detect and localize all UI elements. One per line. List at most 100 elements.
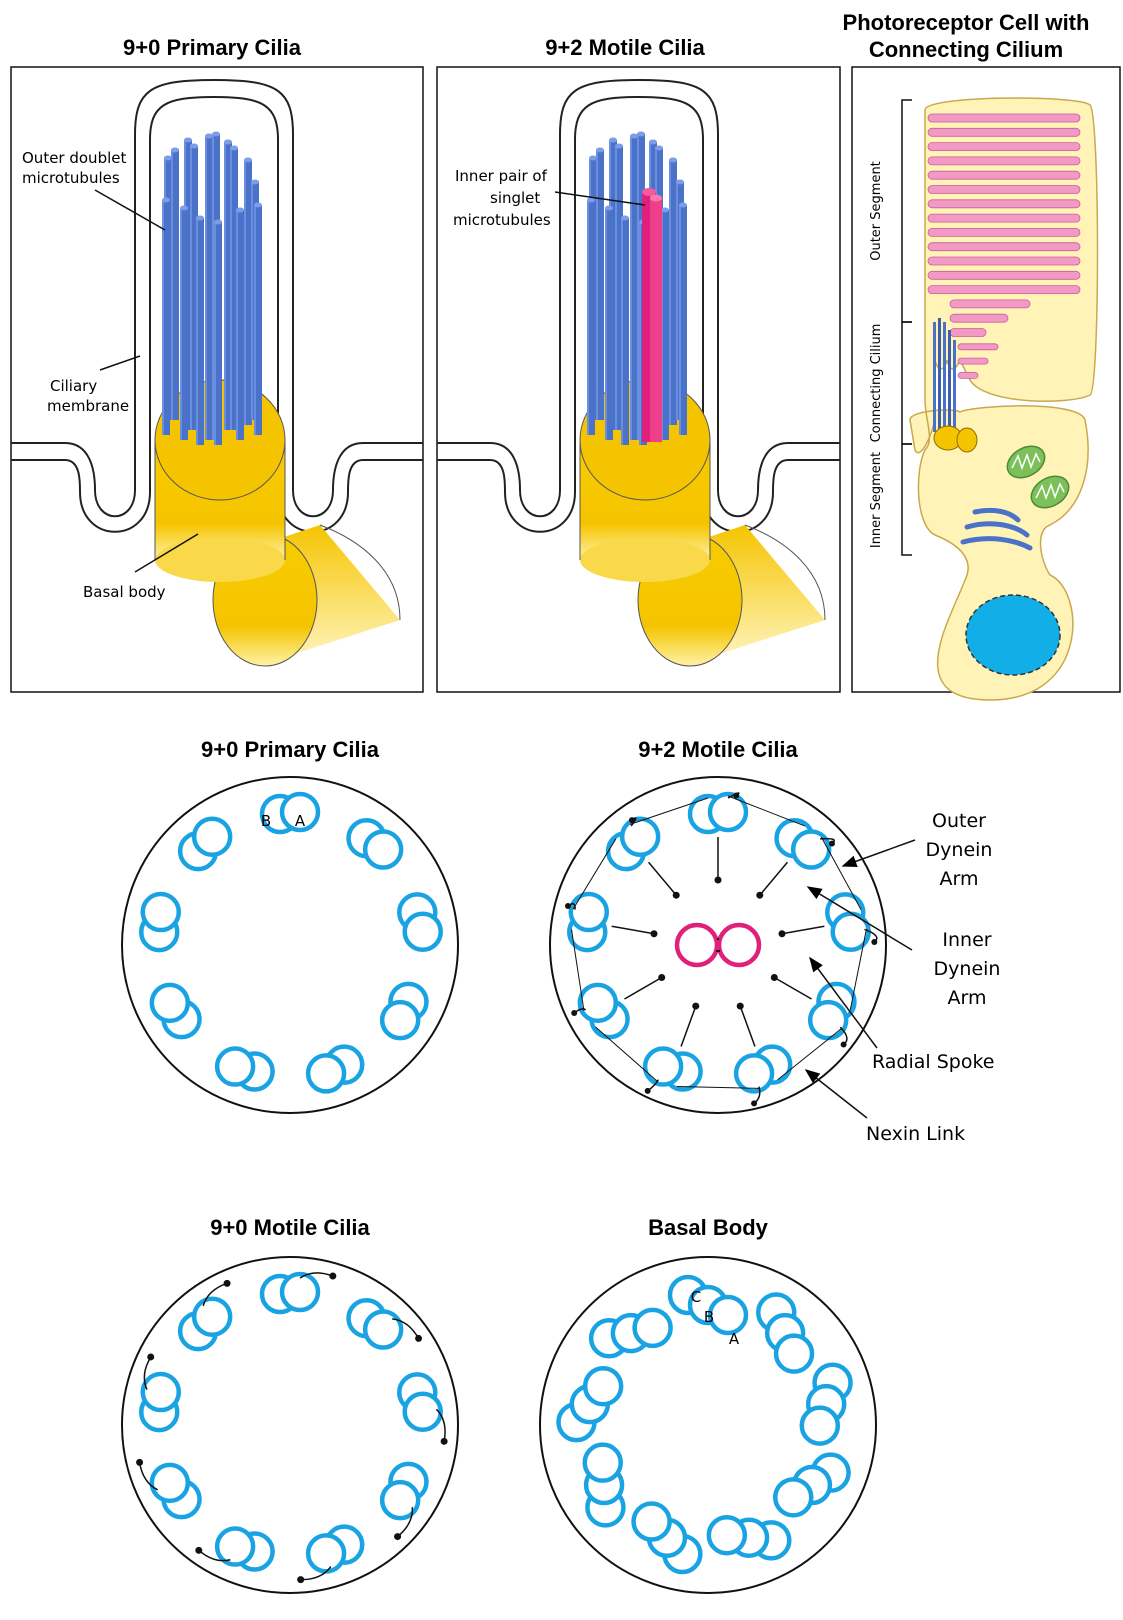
spoke-head <box>771 974 778 981</box>
disc <box>928 200 1080 208</box>
spoke-head <box>658 974 665 981</box>
doublet-a-tubule <box>382 1002 418 1038</box>
doublet-a-tubule <box>645 1049 681 1085</box>
dynein-head <box>441 1438 448 1445</box>
label-triplet-c: C <box>691 1288 701 1306</box>
outer-doublet-microtubules <box>162 132 262 446</box>
triplet-tubule <box>634 1504 670 1540</box>
disc <box>950 300 1030 308</box>
spoke-head <box>779 930 786 937</box>
triplet-tubule <box>776 1336 812 1372</box>
disc <box>950 314 1008 322</box>
disc <box>928 286 1080 294</box>
dynein-head <box>195 1547 202 1554</box>
doublet-a-tubule <box>405 1394 441 1430</box>
spoke-head <box>650 930 657 937</box>
disc <box>928 243 1080 251</box>
dynein-head <box>733 792 739 798</box>
spoke-head <box>715 877 722 884</box>
disc <box>950 329 986 337</box>
doublet-a-tubule <box>308 1055 344 1091</box>
doublet-a-tubule <box>152 985 188 1021</box>
central-singlet <box>677 925 717 965</box>
doublet-a-tubule <box>365 832 401 868</box>
label-membrane-2: membrane <box>47 397 129 415</box>
disc <box>928 228 1080 236</box>
doublet-a-tubule <box>793 832 829 868</box>
disc <box>958 358 988 364</box>
triplet-tubule <box>775 1479 811 1515</box>
dynein-head <box>297 1576 304 1583</box>
label-membrane-1: Ciliary <box>50 377 97 395</box>
spoke-head <box>673 892 680 899</box>
spoke-head <box>737 1003 744 1010</box>
dynein-head <box>871 939 877 945</box>
dynein-head <box>751 1100 757 1106</box>
doublet-a-tubule <box>217 1049 253 1085</box>
title-xs-motile90: 9+0 Motile Cilia <box>210 1215 370 1240</box>
title-motile-top: 9+2 Motile Cilia <box>545 35 705 60</box>
title-photoreceptor-line1: Photoreceptor Cell with <box>843 10 1090 35</box>
cross-section-9-2-motile <box>550 777 886 1113</box>
disc <box>928 157 1080 165</box>
label-doublet-a: A <box>295 812 306 830</box>
label-inner-pair-3: microtubules <box>453 211 551 229</box>
doublet-a-tubule <box>143 894 179 930</box>
doublet-a-tubule <box>365 1312 401 1348</box>
label-outer-doublet-2: microtubules <box>22 169 120 187</box>
label-outer-segment: Outer Segment <box>869 161 884 261</box>
svg-text:Arm: Arm <box>940 868 979 890</box>
title-xs-basal: Basal Body <box>648 1215 769 1240</box>
doublet-a-tubule <box>217 1529 253 1565</box>
dynein-head <box>565 903 571 909</box>
dynein-head <box>147 1353 154 1360</box>
dynein-head <box>329 1273 336 1280</box>
doublet-a-tubule <box>710 794 746 830</box>
triplet-tubule <box>710 1297 746 1333</box>
label-triplet-a: A <box>729 1330 740 1348</box>
svg-text:Arm: Arm <box>948 987 987 1009</box>
doublet-a-tubule <box>152 1465 188 1501</box>
disc <box>958 344 998 350</box>
title-xs-primary: 9+0 Primary Cilia <box>201 737 380 762</box>
disc <box>928 128 1080 136</box>
dynein-head <box>224 1280 231 1287</box>
doublet-a-tubule <box>736 1055 772 1091</box>
dynein-head <box>829 841 835 847</box>
disc <box>928 271 1080 279</box>
triplet-tubule <box>585 1445 621 1481</box>
svg-text:Dynein: Dynein <box>934 958 1001 980</box>
panel-motile-3d: Inner pair of singlet microtubules <box>437 67 840 692</box>
disc <box>928 114 1080 122</box>
nucleus <box>966 595 1060 675</box>
disc <box>928 186 1080 194</box>
svg-text:Inner: Inner <box>942 929 991 951</box>
svg-text:Dynein: Dynein <box>926 839 993 861</box>
disc <box>958 372 978 378</box>
dynein-head <box>571 1010 577 1016</box>
dynein-head <box>136 1459 143 1466</box>
cross-section-9-0-primary <box>122 777 458 1113</box>
title-xs-motile92: 9+2 Motile Cilia <box>638 737 798 762</box>
central-pair-singlets <box>642 188 662 442</box>
doublet-a-tubule <box>810 1002 846 1038</box>
spoke-head <box>692 1003 699 1010</box>
title-photoreceptor-line2: Connecting Cilium <box>869 37 1063 62</box>
panel-photoreceptor: Outer Segment Connecting Cilium Inner Se… <box>852 67 1120 700</box>
panel-primary-3d: Outer doublet microtubules Ciliary membr… <box>11 67 423 692</box>
triplet-tubule <box>802 1408 838 1444</box>
dynein-head <box>415 1335 422 1342</box>
dynein-head <box>645 1088 651 1094</box>
disc <box>928 214 1080 222</box>
triplet-tubule <box>709 1517 745 1553</box>
doublet-a-tubule <box>571 894 607 930</box>
doublet-a-tubule <box>143 1374 179 1410</box>
doublet-a-tubule <box>308 1535 344 1571</box>
callout-nexin-link: Nexin Link <box>806 1070 965 1145</box>
spoke-head <box>756 892 763 899</box>
triplet-tubule <box>635 1310 671 1346</box>
outer-doublet-microtubules-2 <box>587 132 687 446</box>
label-triplet-b: B <box>704 1308 714 1326</box>
label-basal-body: Basal body <box>83 583 166 601</box>
